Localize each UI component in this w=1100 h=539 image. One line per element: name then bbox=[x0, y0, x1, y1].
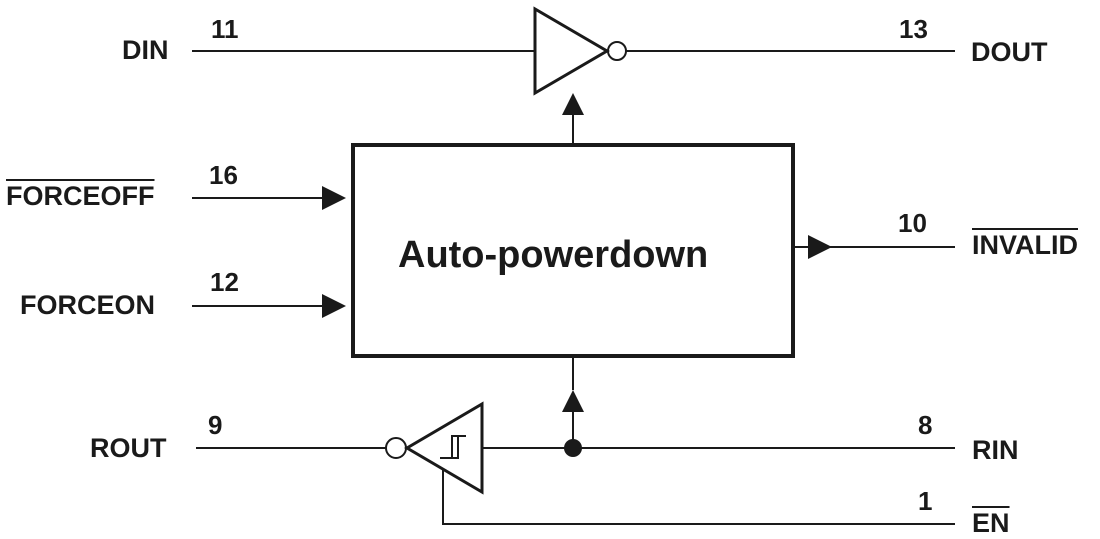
rout-pin-number: 9 bbox=[208, 410, 223, 440]
forceon-arrow bbox=[322, 294, 346, 318]
rin-pin-number: 8 bbox=[918, 410, 933, 440]
rin-junction-dot bbox=[564, 439, 582, 457]
hysteresis-symbol bbox=[440, 435, 466, 459]
en-label: EN bbox=[972, 508, 1010, 538]
driver-enable-arrow bbox=[562, 93, 584, 115]
receiver-buffer-symbol bbox=[404, 401, 484, 495]
forceoff-pin-number: 16 bbox=[209, 160, 238, 190]
din-pin-number: 11 bbox=[211, 14, 239, 44]
dout-pin-number: 13 bbox=[899, 14, 928, 44]
forceoff-label: FORCEOFF bbox=[6, 181, 155, 211]
driver-inversion-bubble bbox=[607, 41, 627, 61]
rout-label: ROUT bbox=[90, 433, 167, 463]
forceon-label: FORCEON bbox=[20, 290, 155, 320]
invalid-label: INVALID bbox=[972, 230, 1078, 260]
invalid-pin-number: 10 bbox=[898, 208, 927, 238]
auto-powerdown-block bbox=[351, 143, 795, 358]
din-label: DIN bbox=[122, 35, 169, 65]
forceon-pin-number: 12 bbox=[210, 267, 239, 297]
en-wire bbox=[442, 470, 955, 525]
driver-buffer-symbol bbox=[533, 6, 610, 96]
hysteresis-symbol-2 bbox=[446, 436, 459, 459]
invalid-arrow bbox=[808, 235, 832, 259]
dout-label: DOUT bbox=[971, 37, 1048, 67]
en-pin-number: 1 bbox=[918, 486, 933, 516]
rin-sense-arrow bbox=[562, 390, 584, 412]
forceoff-arrow bbox=[322, 186, 346, 210]
auto-powerdown-title: Auto-powerdown bbox=[398, 234, 709, 276]
rin-label: RIN bbox=[972, 435, 1019, 465]
receiver-inversion-bubble bbox=[385, 437, 407, 459]
